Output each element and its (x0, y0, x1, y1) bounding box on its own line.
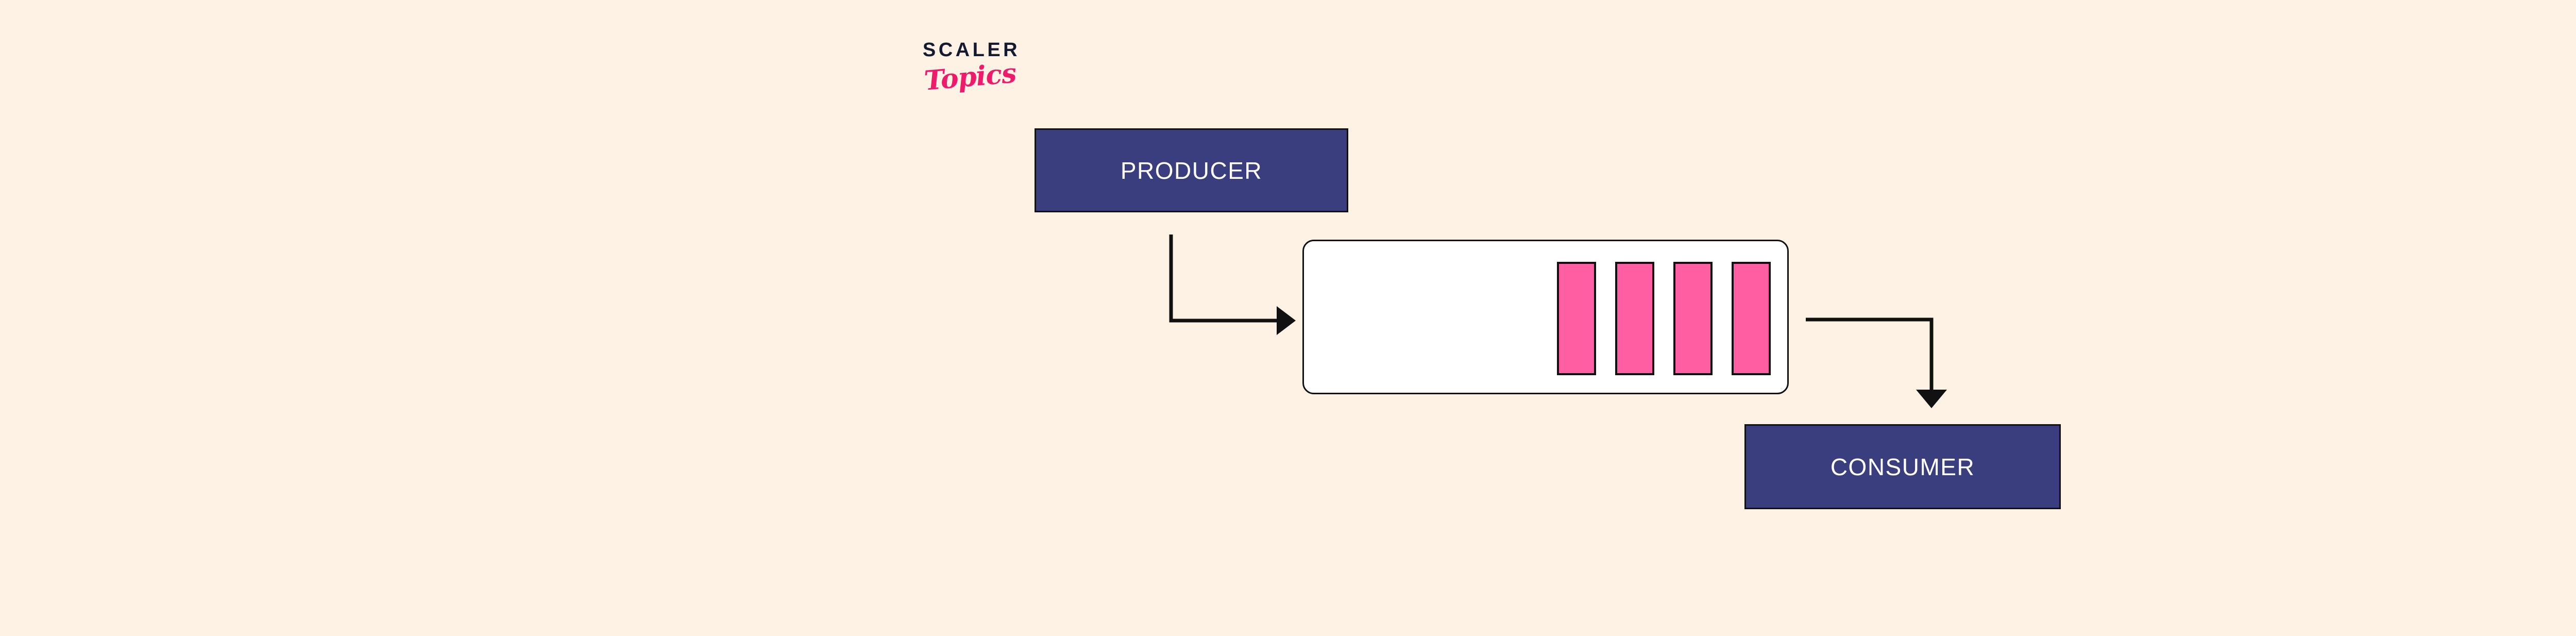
queue-item (1673, 262, 1713, 375)
arrowhead-down-icon (1916, 390, 1947, 408)
logo-script-text: Topics (923, 57, 1018, 97)
arrow-producer-to-queue (1169, 235, 1296, 335)
consumer-node: CONSUMER (1744, 424, 2061, 509)
arrowhead-right-icon (1277, 306, 1296, 335)
consumer-label: CONSUMER (1830, 453, 1975, 480)
logo-primary-text: SCALER (922, 39, 1021, 61)
queue-item (1557, 262, 1596, 375)
producer-node: PRODUCER (1035, 128, 1348, 212)
producer-label: PRODUCER (1120, 157, 1263, 184)
queue-item (1615, 262, 1654, 375)
queue-item (1732, 262, 1771, 375)
scaler-topics-logo: SCALER Topics (908, 40, 1032, 112)
message-queue (1302, 240, 1789, 394)
arrow-queue-to-consumer (1806, 317, 1947, 408)
